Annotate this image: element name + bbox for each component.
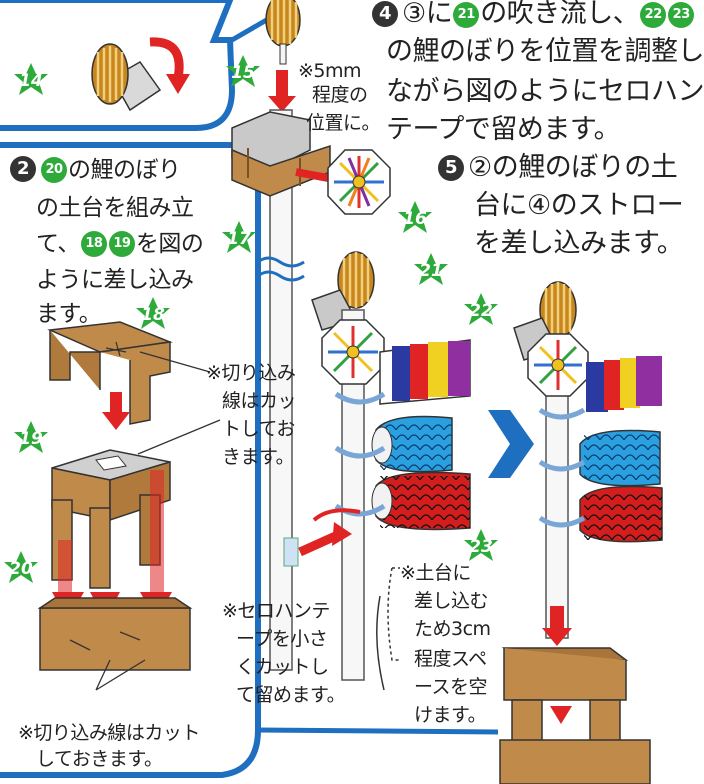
badge-23: 23 bbox=[462, 528, 500, 566]
badge-14: 14 bbox=[12, 62, 50, 100]
note-5mm-line3: 位置に。 bbox=[306, 112, 381, 134]
note-space-line1: ※土台に bbox=[400, 562, 471, 584]
note-cut-b-line2: しておきます。 bbox=[36, 748, 163, 770]
next-arrow bbox=[488, 410, 534, 478]
ref-21: 21 bbox=[453, 2, 480, 28]
step2-line4: ように差し込み bbox=[36, 267, 194, 293]
step2-line2: の土台を組み立 bbox=[36, 195, 194, 221]
illustration-canvas bbox=[0, 0, 663, 784]
ref-19: 19 bbox=[108, 231, 135, 257]
pole-step4 bbox=[283, 251, 471, 691]
top-left-frame bbox=[0, 0, 236, 131]
note-space-line5: ースを空 bbox=[414, 676, 488, 698]
note-tape-line1: ※セロハンテ bbox=[222, 600, 330, 622]
badge-15: 15 bbox=[224, 54, 262, 92]
badge-16: 16 bbox=[396, 200, 434, 238]
note-5mm-line2: 程度の bbox=[312, 84, 368, 106]
badge-21: 21 bbox=[412, 252, 450, 290]
step5-line3: を差し込みます。 bbox=[474, 228, 684, 259]
note-5mm-line1: ※5mm bbox=[298, 60, 362, 82]
note-cut-a-line4: きます。 bbox=[222, 446, 295, 468]
note-tape-line4: て留めます。 bbox=[236, 684, 346, 706]
step4-line3: ながら図のようにセロハン bbox=[386, 76, 704, 107]
callout-pointer bbox=[230, 15, 272, 43]
badge-18: 18 bbox=[134, 296, 172, 334]
pole-step5 bbox=[499, 281, 663, 784]
step5-line2: 台に④のストロー bbox=[474, 190, 684, 221]
tower-upper bbox=[231, 0, 391, 671]
badge-20: 20 bbox=[2, 550, 40, 588]
note-cut-a-line3: トしてお bbox=[222, 418, 295, 440]
note-space-line2: 差し込む bbox=[414, 590, 489, 612]
note-tape-line3: くカットし bbox=[236, 656, 329, 678]
step5-number: 5 bbox=[438, 155, 464, 181]
bottom-callout-line bbox=[257, 727, 499, 735]
step2-line5: ます。 bbox=[36, 301, 102, 327]
note-tape-line2: ープを小さ bbox=[236, 628, 328, 650]
note-space-line4: 程度スペ bbox=[414, 648, 487, 670]
ref-22: 22 bbox=[640, 2, 667, 28]
note-space-line6: けます。 bbox=[414, 704, 487, 726]
inset-step1 bbox=[91, 37, 190, 112]
step4-line4: テープで留めます。 bbox=[386, 114, 621, 145]
note-space-line3: ため3cm bbox=[414, 618, 491, 640]
step2-number: 2 bbox=[10, 156, 36, 182]
step4-number: 4 bbox=[372, 1, 398, 27]
note-cut-a-line2: 線はカッ bbox=[222, 390, 297, 412]
note-cut-a-line1: ※切り込み bbox=[206, 362, 296, 384]
base-assembly bbox=[37, 321, 221, 691]
ref-20: 20 bbox=[41, 157, 67, 183]
ref-23: 23 bbox=[668, 2, 695, 28]
ref-18: 18 bbox=[80, 231, 107, 257]
badge-22: 22 bbox=[462, 292, 500, 330]
note-cut-b-line1: ※切り込み線はカット bbox=[18, 722, 200, 744]
badge-19: 19 bbox=[12, 420, 50, 458]
step4-line2: の鯉のぼりを位置を調整し bbox=[386, 36, 704, 67]
badge-17: 17 bbox=[220, 220, 258, 258]
